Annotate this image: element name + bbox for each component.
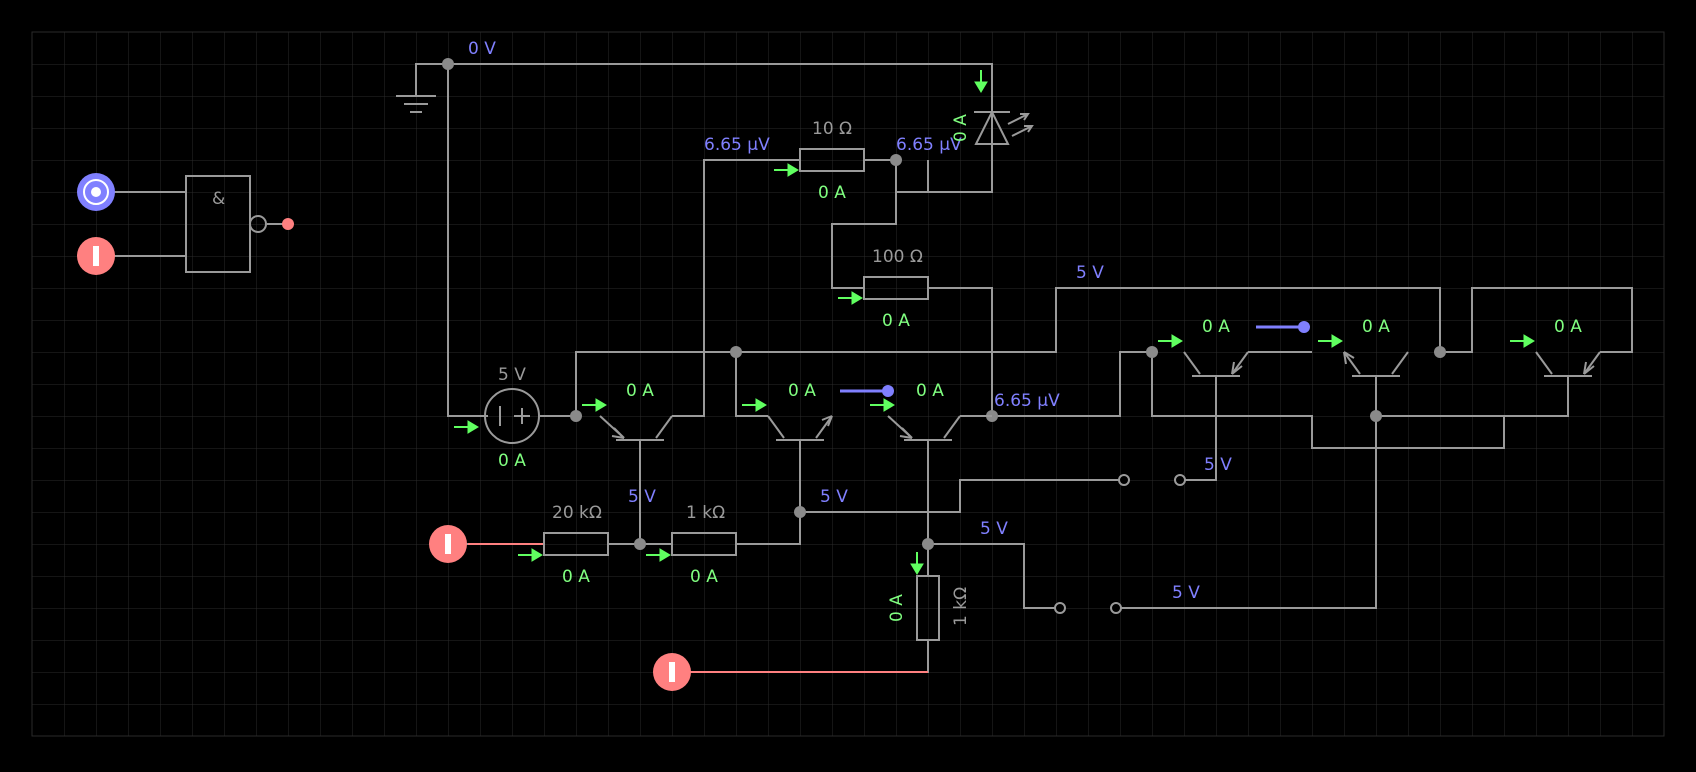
- arrow-right-icon: [1510, 334, 1535, 348]
- arrow-right-icon: [742, 398, 767, 412]
- r100-value-label: 100 Ω: [872, 247, 923, 267]
- top-wire-voltage-label: 5 V: [1076, 263, 1104, 283]
- r1k-vert-value-label: 1 kΩ: [951, 587, 971, 626]
- wires: [112, 63, 1633, 673]
- q3-current-label: 0 A: [916, 381, 944, 401]
- arrow-right-icon: [1318, 334, 1343, 348]
- switch-2[interactable]: [1054, 602, 1122, 614]
- led-icon[interactable]: [974, 64, 1034, 160]
- q1-collector-voltage-label: 5 V: [628, 487, 656, 507]
- switch2-voltage-label: 5 V: [1172, 583, 1200, 603]
- q1-current-label: 0 A: [626, 381, 654, 401]
- resistor-10ohm[interactable]: [799, 148, 865, 172]
- arrow-right-icon: [518, 548, 543, 562]
- transistor-q6[interactable]: [1535, 351, 1601, 377]
- dc-source-icon[interactable]: [484, 388, 540, 444]
- r10-current-label: 0 A: [818, 183, 846, 203]
- resistor-100ohm[interactable]: [863, 276, 929, 300]
- arrow-right-icon: [1158, 334, 1183, 348]
- arrow-right-icon: [774, 163, 799, 177]
- r1k-value-label: 1 kΩ: [686, 503, 725, 523]
- r20k-value-label: 20 kΩ: [552, 503, 602, 523]
- source-value-label: 5 V: [498, 365, 526, 385]
- arrow-right-icon: [454, 420, 479, 434]
- node-voltage-label: 5 V: [980, 519, 1008, 539]
- ground-voltage-label: 0 V: [468, 39, 496, 59]
- transistor-q5[interactable]: [1343, 351, 1409, 377]
- source-current-label: 0 A: [498, 451, 526, 471]
- arrow-right-icon: [646, 548, 671, 562]
- transistor-q2[interactable]: [767, 415, 833, 441]
- logic-input-low-icon[interactable]: [653, 653, 691, 691]
- q2-emitter-voltage-label: 5 V: [820, 487, 848, 507]
- q4-current-label: 0 A: [1202, 317, 1230, 337]
- logic-input-high-icon[interactable]: [77, 173, 115, 211]
- r10-left-voltage-label: 6.65 µV: [704, 135, 770, 155]
- resistor-1kohm-vertical[interactable]: [916, 575, 940, 641]
- logic-input-low-icon[interactable]: [77, 237, 115, 275]
- resistor-1kohm[interactable]: [671, 532, 737, 556]
- r10-right-voltage-label: 6.65 µV: [896, 135, 962, 155]
- resistor-20kohm[interactable]: [543, 532, 609, 556]
- ground-icon[interactable]: [396, 95, 436, 113]
- transistor-q4[interactable]: [1183, 351, 1249, 377]
- led-current-label: 0 A: [951, 114, 971, 142]
- switch1-voltage-label: 5 V: [1204, 455, 1232, 475]
- arrow-down-icon: [910, 552, 924, 575]
- arrow-right-icon: [870, 398, 895, 412]
- logic-input-low-icon[interactable]: [429, 525, 467, 563]
- current-arrows: [454, 70, 1535, 575]
- r10-value-label: 10 Ω: [812, 119, 852, 139]
- transistor-q1[interactable]: [599, 415, 673, 444]
- arrow-right-icon: [838, 291, 863, 305]
- nand-gate[interactable]: [185, 175, 294, 273]
- gate-symbol: &: [212, 189, 225, 209]
- q3-base-voltage-label: 6.65 µV: [994, 391, 1060, 411]
- arrow-right-icon: [582, 398, 607, 412]
- q5-current-label: 0 A: [1362, 317, 1390, 337]
- junctions: [442, 58, 1446, 550]
- r20k-current-label: 0 A: [562, 567, 590, 587]
- q6-current-label: 0 A: [1554, 317, 1582, 337]
- arrow-down-icon: [974, 70, 988, 93]
- probe-icon[interactable]: [1298, 321, 1310, 333]
- transistor-q3[interactable]: [887, 415, 992, 441]
- r100-current-label: 0 A: [882, 311, 910, 331]
- q2-current-label: 0 A: [788, 381, 816, 401]
- r1k-vert-current-label: 0 A: [887, 594, 907, 622]
- r1k-current-label: 0 A: [690, 567, 718, 587]
- switch-1[interactable]: [1118, 474, 1186, 486]
- probe-icon[interactable]: [882, 385, 894, 397]
